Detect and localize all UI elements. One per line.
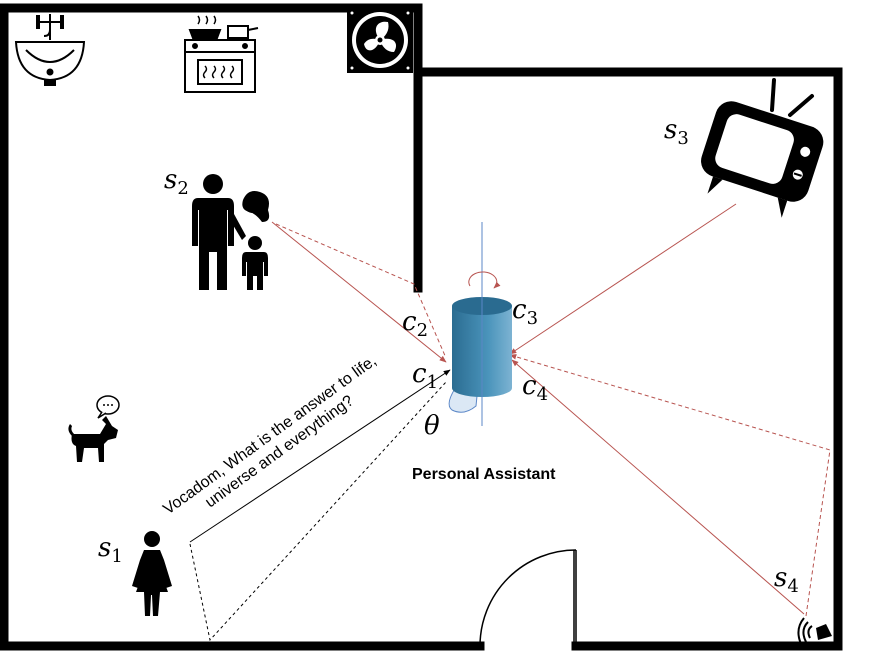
label-c2: c2 [402, 307, 428, 341]
path-s2-reflected [275, 223, 447, 359]
device-caption: Personal Assistant [412, 466, 556, 483]
label-c1: c1 [412, 359, 438, 393]
family-icon [192, 174, 270, 290]
label-s3: s3 [664, 115, 689, 149]
device-icon [448, 222, 512, 426]
path-s2-direct [271, 221, 447, 363]
path-s3-direct [509, 203, 737, 355]
woman-icon [132, 531, 172, 616]
speech-line-2: universe and everything? [202, 392, 357, 511]
sink-icon [14, 14, 86, 86]
label-s1: s1 [98, 533, 123, 567]
speech-text: Vocadom, What is the answer to life, uni… [160, 352, 379, 518]
path-s4-direct [511, 359, 805, 615]
path-s1-direct [189, 369, 451, 543]
speaker-icon [797, 617, 832, 647]
speech-bubble-icon [96, 395, 120, 419]
dog-icon [68, 416, 118, 462]
label-s2: s2 [164, 165, 189, 199]
speech-line-1: Vocadom, What is the answer to life, [160, 352, 379, 518]
label-c3: c3 [512, 295, 538, 329]
label-c4: c4 [522, 371, 548, 405]
door-icon [479, 549, 577, 647]
path-s1-reflected [189, 381, 447, 642]
walls [0, 3, 843, 651]
stove-icon [184, 15, 259, 93]
fan-icon [347, 8, 413, 73]
tv-icon [701, 78, 824, 218]
signal-paths [189, 203, 831, 642]
label-s4: s4 [774, 563, 799, 597]
label-theta: θ [424, 411, 440, 441]
